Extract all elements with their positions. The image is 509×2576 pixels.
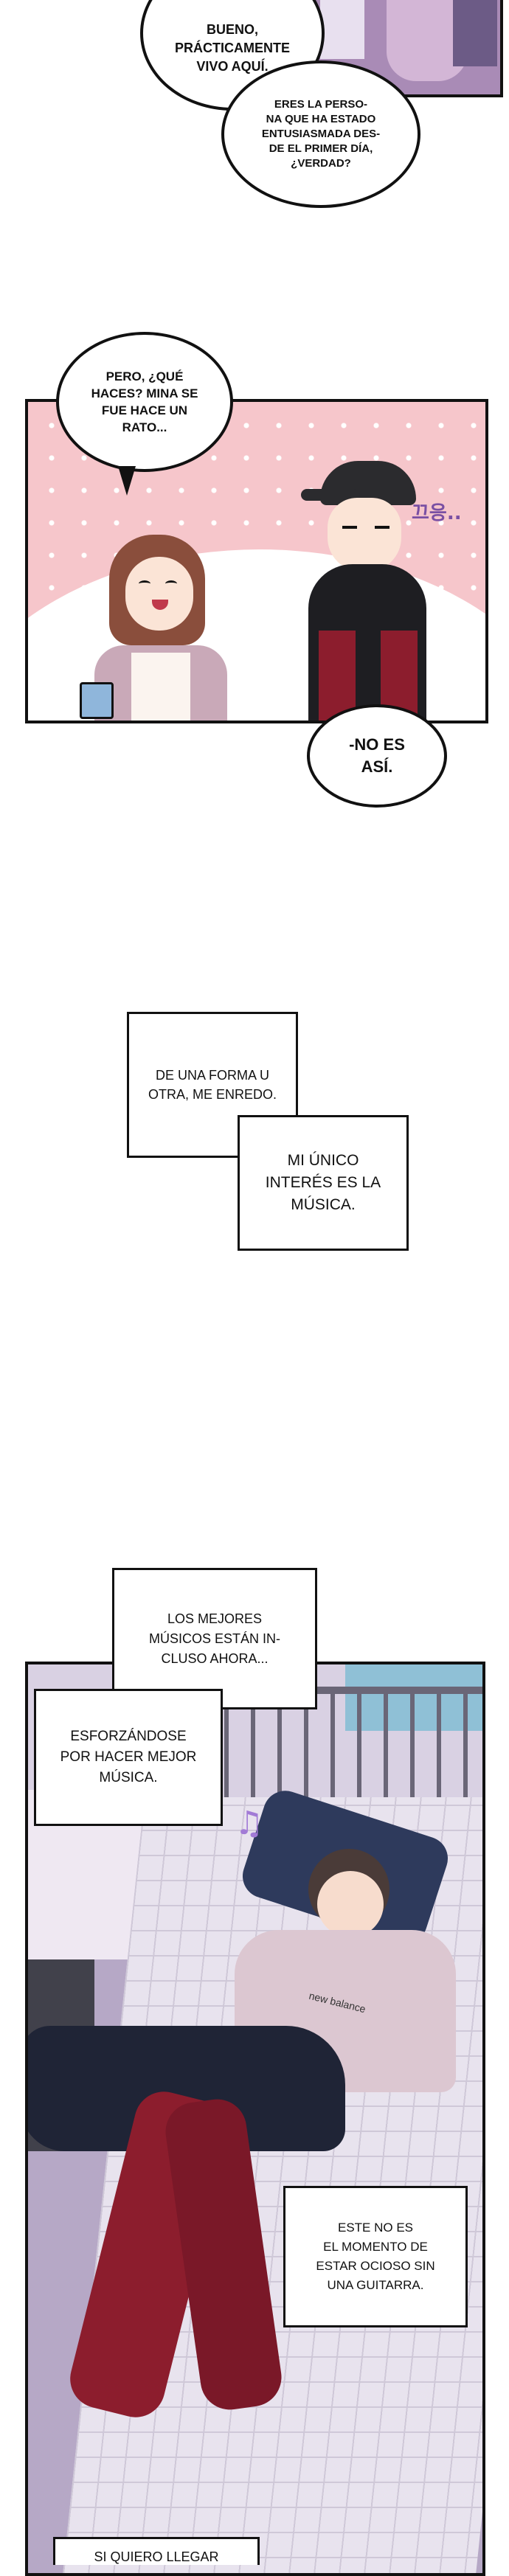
girl-character (80, 535, 257, 721)
speech-bubble-reply: -NO ES ASÍ. (307, 704, 447, 808)
mug (80, 682, 114, 719)
speech-text: BUENO, PRÁCTICAMENTE VIVO AQUÍ. (175, 21, 290, 74)
narration-text: SI QUIERO LLEGAR (94, 2549, 219, 2564)
panel-pink-scene: 끄응.. (25, 399, 488, 723)
bubble-tail (118, 466, 136, 496)
narration-box-6: SI QUIERO LLEGAR (53, 2537, 260, 2565)
narration-box-2: MI ÚNICO INTERÉS ES LA MÚSICA. (238, 1115, 409, 1251)
sleeping-man: new balance (28, 1849, 471, 2513)
narration-text: ESTE NO ES EL MOMENTO DE ESTAR OCIOSO SI… (316, 2221, 435, 2292)
speech-text: -NO ES ASÍ. (349, 735, 405, 776)
narration-text: DE UNA FORMA U OTRA, ME ENREDO. (148, 1068, 277, 1102)
narration-text: ESFORZÁNDOSE POR HACER MEJOR MÚSICA. (60, 1729, 197, 1785)
boy-character (271, 446, 463, 721)
narration-box-3: LOS MEJORES MÚSICOS ESTÁN IN- CLUSO AHOR… (112, 1568, 317, 1709)
music-note-icon: ♫ (235, 1805, 264, 1842)
narration-box-1: DE UNA FORMA U OTRA, ME ENREDO. (127, 1012, 298, 1158)
speech-text: PERO, ¿QUÉ HACES? MINA SE FUE HACE UN RA… (91, 369, 198, 434)
sound-effect: 끄응.. (412, 502, 462, 524)
speech-bubble-question: PERO, ¿QUÉ HACES? MINA SE FUE HACE UN RA… (56, 332, 233, 472)
narration-text: MI ÚNICO INTERÉS ES LA MÚSICA. (265, 1152, 381, 1213)
speech-bubble-top-right: ERES LA PERSO- NA QUE HA ESTADO ENTUSIAS… (221, 60, 420, 208)
speech-text: ERES LA PERSO- NA QUE HA ESTADO ENTUSIAS… (261, 98, 381, 170)
narration-box-5: ESTE NO ES EL MOMENTO DE ESTAR OCIOSO SI… (283, 2186, 468, 2327)
narration-box-4: ESFORZÁNDOSE POR HACER MEJOR MÚSICA. (34, 1689, 223, 1826)
narration-text: LOS MEJORES MÚSICOS ESTÁN IN- CLUSO AHOR… (148, 1611, 280, 1666)
